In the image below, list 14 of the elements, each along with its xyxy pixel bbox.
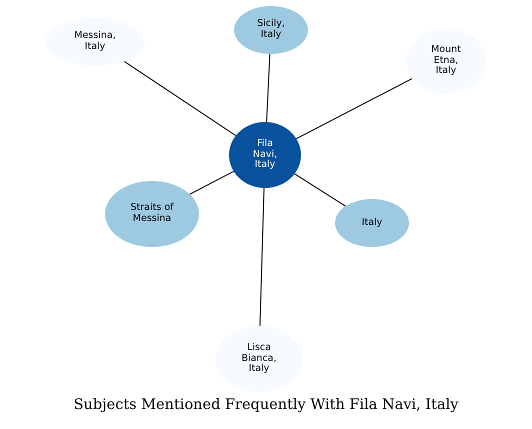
node-label: Sicily, Italy — [256, 19, 286, 41]
node-label: Lisca Bianca, Italy — [240, 343, 278, 375]
diagram-title: Subjects Mentioned Frequently With Fila Navi, Italy — [72, 397, 460, 413]
node-label: Fila Navi, Italy — [252, 139, 278, 171]
connector-line — [189, 170, 234, 195]
connector-line — [266, 54, 270, 123]
connector-line — [296, 78, 413, 140]
connector-line — [259, 188, 265, 326]
node-label: Messina, Italy — [73, 31, 117, 53]
connector-line — [294, 173, 346, 207]
node-label: Straits of Messina — [130, 203, 175, 225]
node-label: Mount Etna, Italy — [430, 45, 462, 77]
connector-line — [124, 60, 236, 136]
node-label: Italy — [360, 218, 384, 228]
